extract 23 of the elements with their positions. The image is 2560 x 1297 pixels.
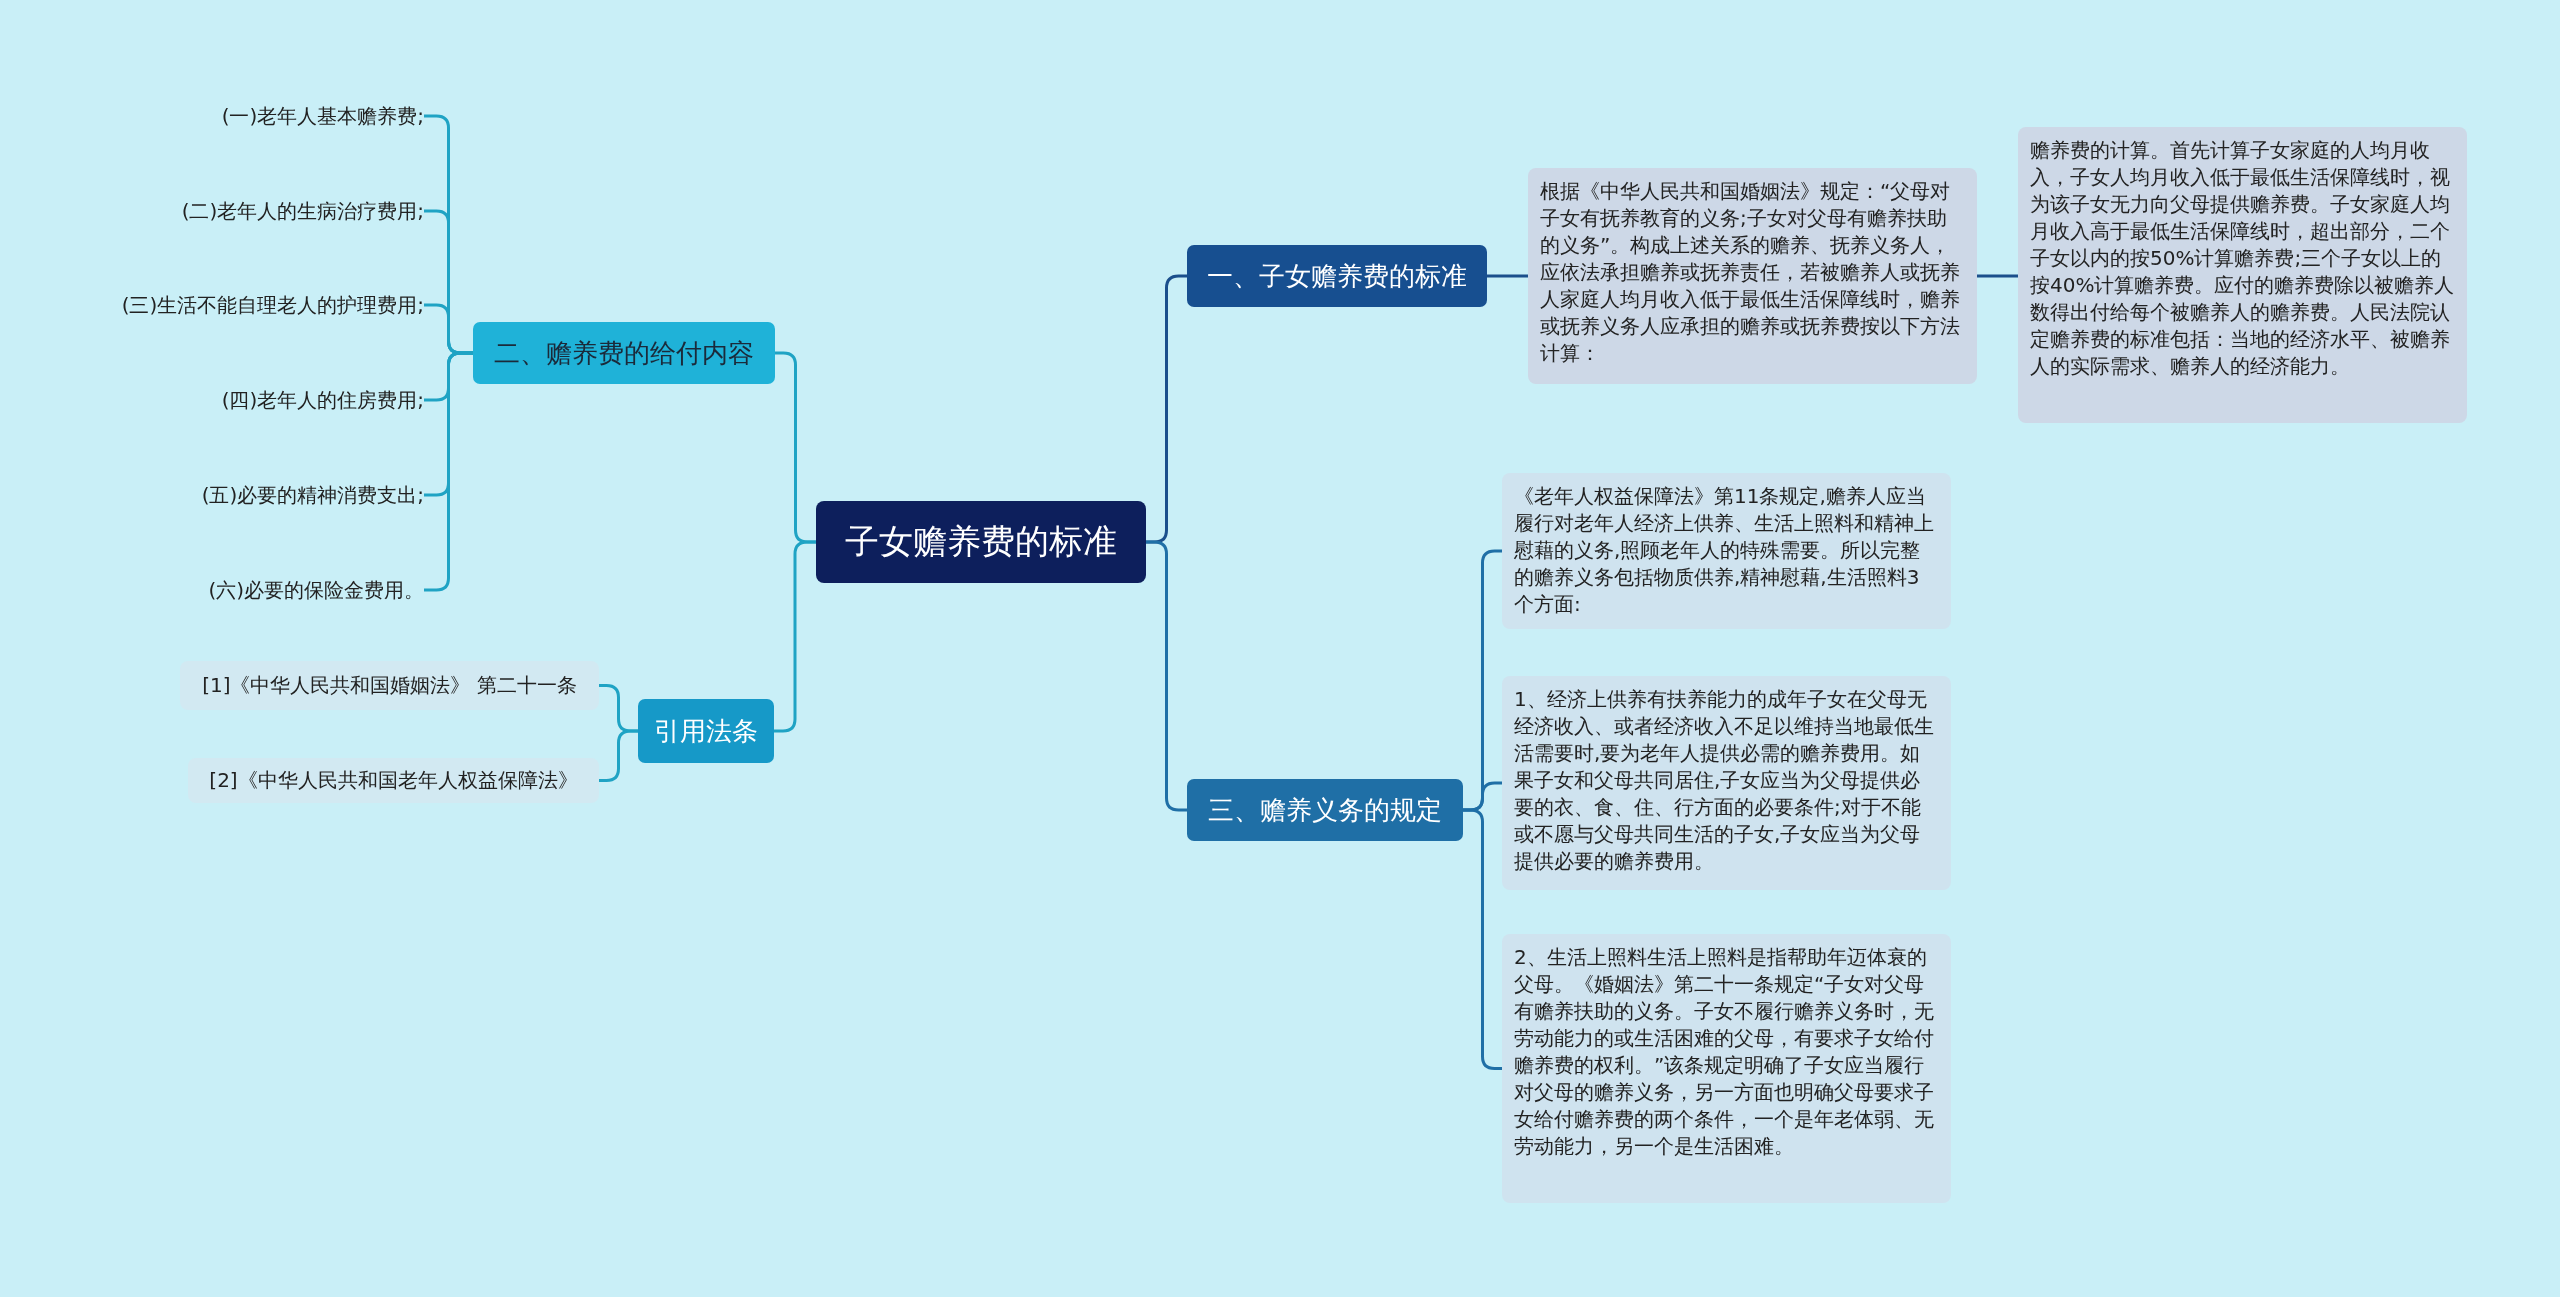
topic-box: 引用法条: [638, 699, 774, 763]
list-item: (五)必要的精神消费支出;: [84, 477, 424, 513]
list-item: (四)老年人的住房费用;: [84, 382, 424, 418]
topic-box: 二、赡养费的给付内容: [473, 322, 775, 384]
connector-line: [1487, 274, 1528, 278]
reference-item: [2]《中华人民共和国老年人权益保障法》: [188, 758, 599, 803]
text-card: 赡养费的计算。首先计算子女家庭的人均月收入，子女人均月收入低于最低生活保障线时，视为该子女无力向父母提供赡养费。子女家庭人均月收入高于最低生活保障线时，超出部分，二个子女以内的按50%计算赡养费;三个子女以上的按40%计算赡养费。应付的赡养费除以被赡养人数得出付给每个被赡养人的赡养费。人民法院认定赡养费的标准包括：当地的经济水平、被赡养人的实际需求、赡养人的经济能力。: [2018, 127, 2467, 423]
text-card: 2、生活上照料生活上照料是指帮助年迈体衰的父母。《婚姻法》第二十一条规定“子女对父母有赡养扶助的义务。子女不履行赡养义务时，无劳动能力的或生活困难的父母，有要求子女给付赡养费的权利。”该条规定明确了子女应当履行对父母的赡养义务，另一方面也明确父母要求子女给付赡养费的两个条件，一个是年老体弱、无劳动能力，另一个是生活困难。: [1502, 934, 1951, 1203]
list-item: (二)老年人的生病治疗费用;: [84, 193, 424, 229]
connector-line: [774, 540, 816, 733]
central-topic-box: 子女赡养费的标准: [816, 501, 1146, 583]
connector-line: [1977, 274, 2018, 278]
text-card: 1、经济上供养有扶养能力的成年子女在父母无经济收入、或者经济收入不足以维持当地最低生活需要时,要为老年人提供必需的赡养费用。如果子女和父母共同居住,子女应当为父母提供必要的衣、食、住、行方面的必要条件;对于不能或不愿与父母共同生活的子女,子女应当为父母提供必要的赡养费用。: [1502, 676, 1951, 890]
text-card: 《老年人权益保障法》第11条规定,赡养人应当履行对老年人经济上供养、生活上照料和精神上慰藉的义务,照顾老年人的特殊需要。所以完整的赡养义务包括物质供养,精神慰藉,生活照料3个方面:: [1502, 473, 1951, 629]
list-item: (六)必要的保险金费用。: [84, 572, 424, 608]
list-item: (一)老年人基本赡养费;: [84, 98, 424, 134]
connector-line: [1463, 808, 1502, 1070]
reference-item: [1]《中华人民共和国婚姻法》 第二十一条: [180, 661, 599, 710]
connector-line: [1146, 540, 1187, 812]
topic-box: 一、子女赡养费的标准: [1187, 245, 1487, 307]
list-item: (三)生活不能自理老人的护理费用;: [84, 287, 424, 323]
text-card: 根据《中华人民共和国婚姻法》规定：“父母对子女有抚养教育的义务;子女对父母有赡养扶助的义务”。构成上述关系的赡养、抚养义务人，应依法承担赡养或抚养责任，若被赡养人或抚养人家庭人均月收入低于最低生活保障线时，赡养或抚养义务人应承担的赡养或抚养费按以下方法计算：: [1528, 168, 1977, 384]
topic-box: 三、赡养义务的规定: [1187, 779, 1463, 841]
